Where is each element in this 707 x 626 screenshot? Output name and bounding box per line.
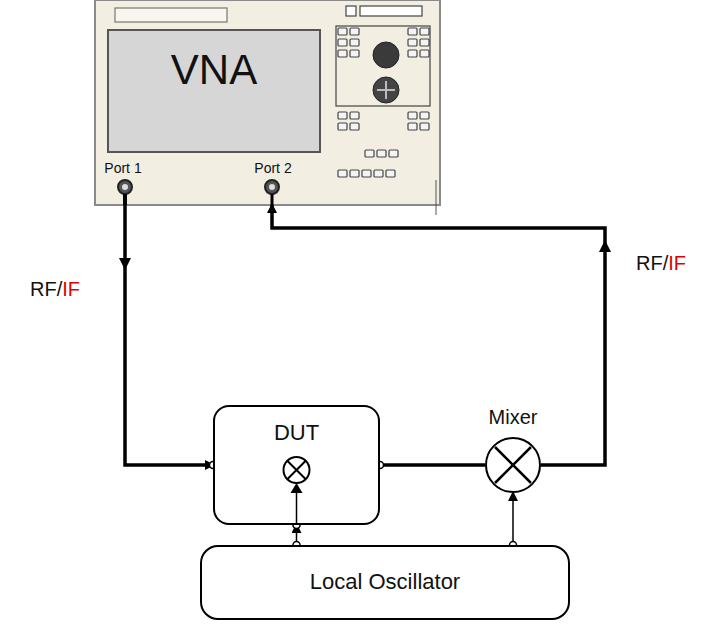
cable [271, 194, 274, 205]
box-label: Local Oscillator [310, 569, 460, 595]
port-connector [122, 184, 128, 190]
instrument-housing [95, 0, 440, 205]
connector [380, 463, 485, 467]
port-connector [118, 180, 132, 194]
screen-title: VNA [171, 46, 257, 94]
display-bar [115, 8, 227, 22]
connector [512, 493, 514, 545]
mixer-symbol [487, 439, 539, 491]
signal-name-red: IF [668, 252, 686, 275]
mixer-label: Mixer [489, 406, 538, 429]
mixer-circle: Mixer [485, 437, 541, 493]
signal-label: RF/IF [30, 278, 80, 301]
port-label: Port 1 [104, 160, 141, 176]
screen [108, 30, 320, 152]
button-panel [336, 6, 430, 177]
knob-mark [377, 81, 395, 99]
knob [373, 42, 399, 68]
dut-box: DUT [213, 405, 380, 525]
signal-name: RF/ [30, 278, 62, 301]
port-connector [269, 184, 275, 190]
box-label: DUT [274, 420, 319, 446]
connector [125, 205, 213, 465]
vna-instrument: VNA Port 1 Port 2 [95, 0, 440, 205]
direction-arrow [599, 240, 611, 252]
housing-edge [436, 180, 437, 215]
port-label: Port 2 [254, 160, 291, 176]
signal-name: RF/ [636, 252, 668, 275]
signal-name-red: IF [62, 278, 80, 301]
signal-label: RF/IF [636, 252, 686, 275]
local-oscillator-box: Local Oscillator [200, 545, 570, 620]
direction-arrow [119, 258, 131, 270]
knob [373, 77, 399, 103]
port-connector [265, 180, 279, 194]
cable [123, 194, 127, 205]
